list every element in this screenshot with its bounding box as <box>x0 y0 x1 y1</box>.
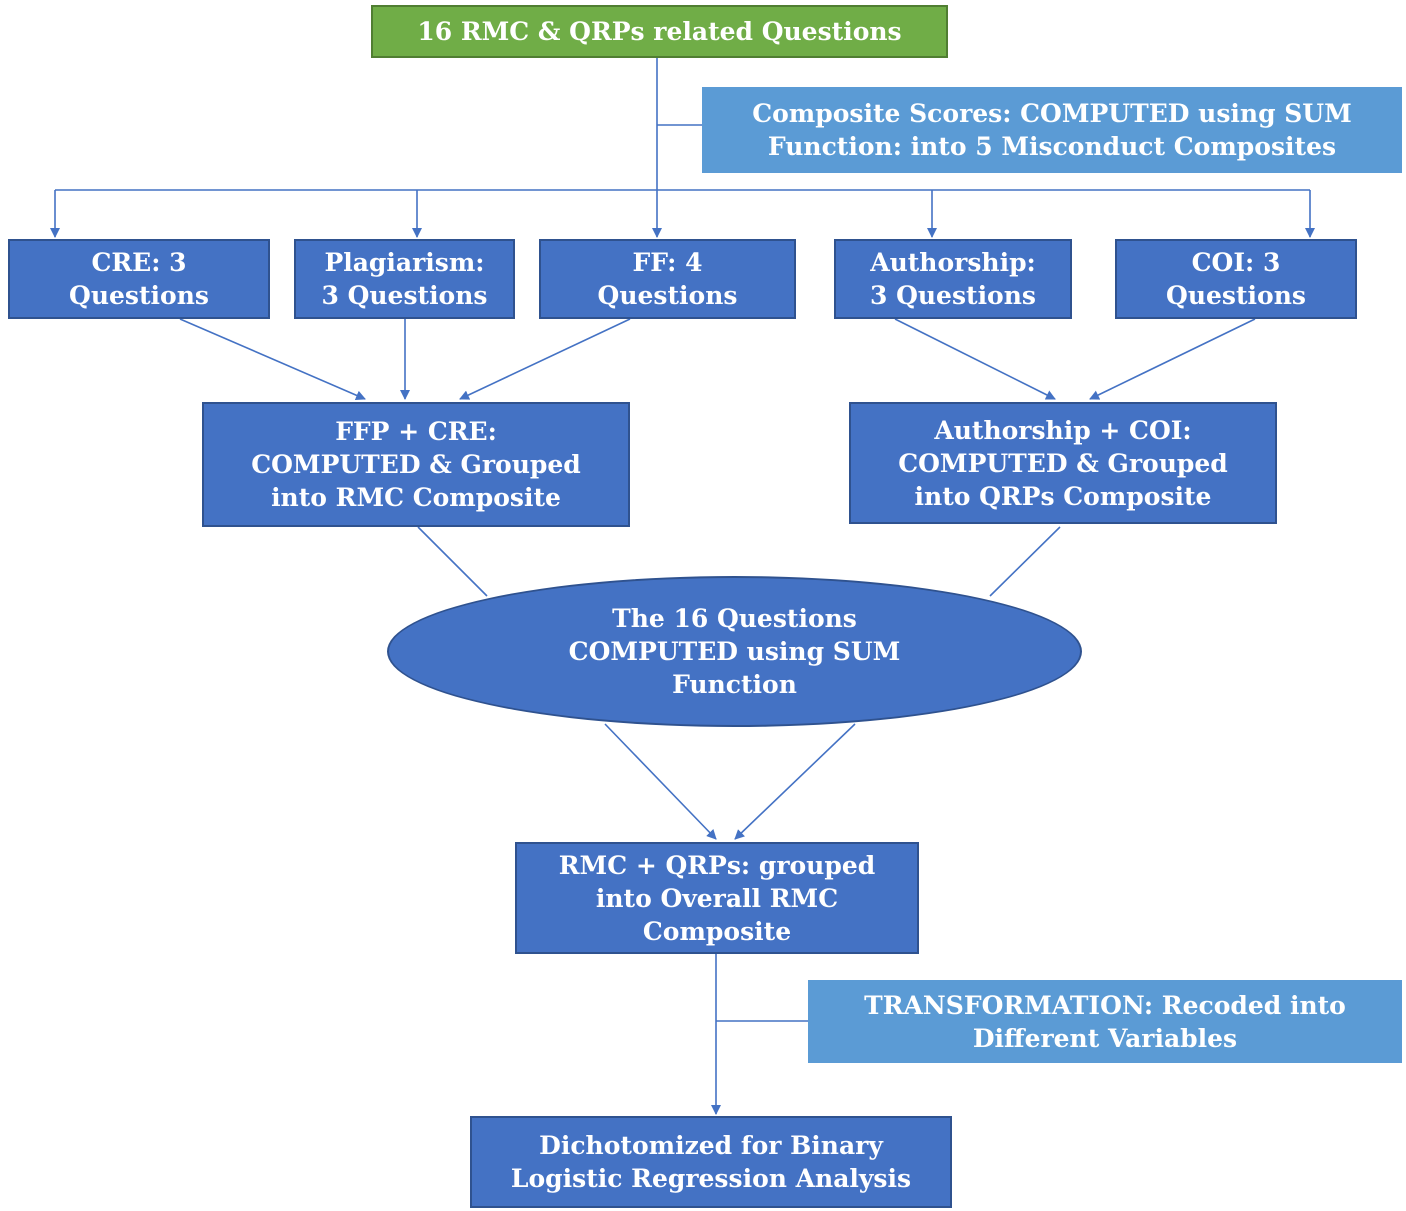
category-box-authorship: Authorship: 3 Questions <box>834 239 1072 319</box>
category-ff-line2: Questions <box>597 281 738 310</box>
category-coi-line1: COI: 3 <box>1191 248 1281 277</box>
category-box-cre: CRE: 3 Questions <box>8 239 270 319</box>
category-plagiarism-line2: 3 Questions <box>321 281 488 310</box>
rmc-composite-box: FFP + CRE: COMPUTED & Grouped into RMC C… <box>202 402 630 527</box>
arrow-coi-to-qrps <box>1089 318 1256 400</box>
category-cre-line1: CRE: 3 <box>91 248 187 277</box>
rmc-composite-line2: COMPUTED & Grouped <box>251 450 581 479</box>
questions-source-text: 16 RMC & QRPs related Questions <box>417 17 902 46</box>
category-authorship-line1: Authorship: <box>870 248 1036 277</box>
qrps-composite-box: Authorship + COI: COMPUTED & Grouped int… <box>849 402 1277 524</box>
category-ff-line1: FF: 4 <box>632 248 703 277</box>
questions-source-box: 16 RMC & QRPs related Questions <box>371 5 948 58</box>
rmc-composite-line3: into RMC Composite <box>271 483 561 512</box>
arrow-authorship-to-qrps <box>894 318 1056 400</box>
arrow-ellipse-to-overall-left <box>604 723 717 840</box>
composite-note-line1: Composite Scores: COMPUTED using SUM <box>752 99 1352 128</box>
qrps-composite-line3: into QRPs Composite <box>914 481 1212 511</box>
transformation-note-line1: TRANSFORMATION: Recoded into <box>864 990 1346 1020</box>
category-box-ff: FF: 4 Questions <box>539 239 796 319</box>
dichotomized-line2: Logistic Regression Analysis <box>510 1164 912 1193</box>
sum-ellipse-line2: COMPUTED using SUM <box>568 637 901 666</box>
sum-ellipse-line1: The 16 Questions <box>612 604 857 633</box>
category-cre-line2: Questions <box>69 281 209 310</box>
category-box-plagiarism: Plagiarism: 3 Questions <box>294 239 515 319</box>
arrow-ff-to-rmc <box>459 318 631 400</box>
arrow-cre-to-rmc <box>179 318 366 401</box>
dichotomized-box: Dichotomized for Binary Logistic Regress… <box>470 1116 952 1208</box>
qrps-composite-line1: Authorship + COI: <box>934 415 1192 445</box>
overall-rmc-box: RMC + QRPs: grouped into Overall RMC Com… <box>515 842 919 954</box>
category-box-coi: COI: 3 Questions <box>1115 239 1357 319</box>
composite-scores-note: Composite Scores: COMPUTED using SUM Fun… <box>702 87 1402 173</box>
overall-rmc-line2: into Overall RMC <box>595 883 839 913</box>
composite-note-line2: Function: into 5 Misconduct Composites <box>767 132 1337 161</box>
line-rmc-to-ellipse <box>417 526 488 597</box>
overall-rmc-line1: RMC + QRPs: grouped <box>558 850 876 880</box>
arrow-ellipse-to-overall-right <box>734 723 856 840</box>
line-qrps-to-ellipse <box>989 526 1061 597</box>
dichotomized-line1: Dichotomized for Binary <box>539 1131 883 1160</box>
category-plagiarism-line1: Plagiarism: <box>324 248 485 277</box>
qrps-composite-line2: COMPUTED & Grouped <box>898 448 1228 478</box>
rmc-composite-line1: FFP + CRE: <box>335 417 497 446</box>
sum-ellipse-line3: Function <box>672 670 797 699</box>
transformation-note-line2: Different Variables <box>972 1023 1238 1053</box>
transformation-note: TRANSFORMATION: Recoded into Different V… <box>808 980 1402 1063</box>
overall-rmc-line3: Composite <box>642 916 792 946</box>
category-authorship-line2: 3 Questions <box>869 281 1036 310</box>
sum-function-ellipse: The 16 Questions COMPUTED using SUM Func… <box>387 576 1082 727</box>
category-coi-line2: Questions <box>1166 281 1306 310</box>
